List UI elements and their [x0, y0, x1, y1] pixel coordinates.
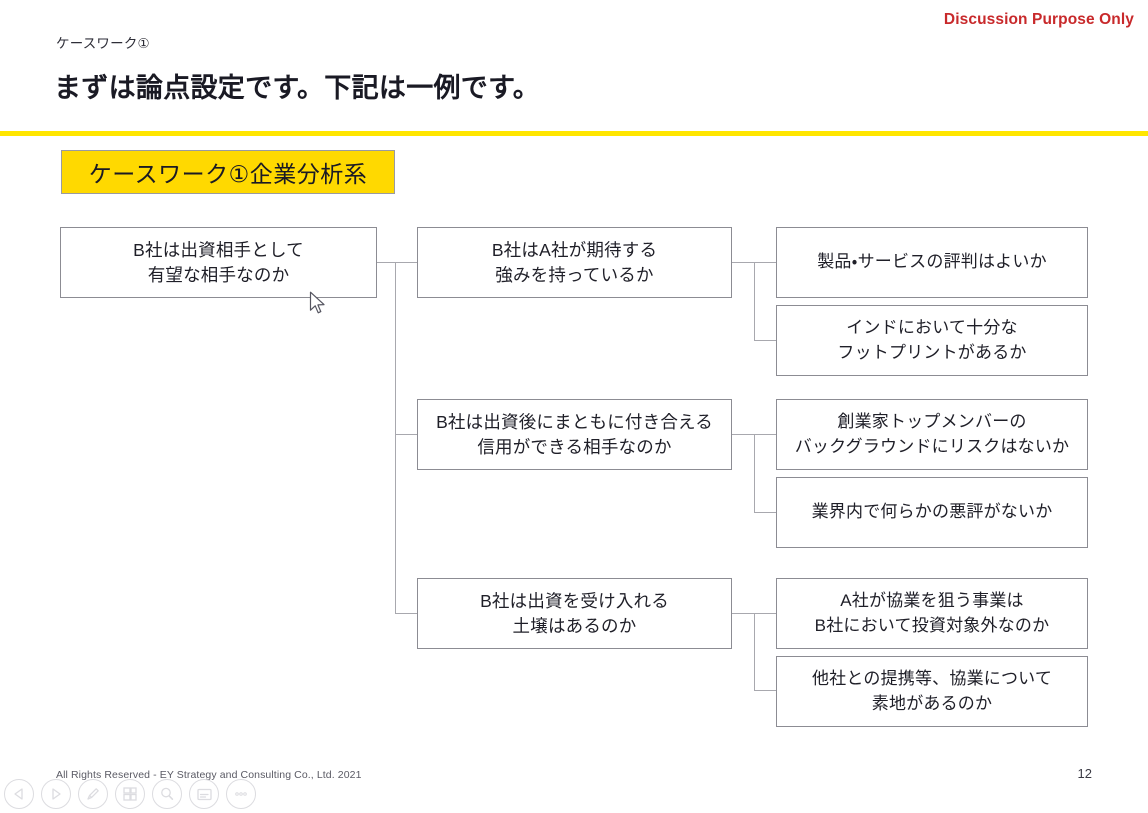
tree-node-branch-3[interactable]: B社は出資を受け入れる 土壌はあるのか: [417, 578, 732, 649]
pen-tool-button[interactable]: [78, 779, 108, 809]
triangle-right-icon: [52, 788, 61, 800]
connector-branch-2-spine: [754, 434, 756, 513]
tree-node-branch-2[interactable]: B社は出資後にまともに付き合える 信用ができる相手なのか: [417, 399, 732, 470]
magnifier-icon: [161, 787, 174, 800]
tree-leaf-1-2[interactable]: インドにおいて十分な フットプリントがあるか: [776, 305, 1088, 376]
slide-overview-button[interactable]: [115, 779, 145, 809]
connector-branch-3-spine: [754, 613, 756, 691]
ellipsis-icon: [235, 792, 247, 796]
connector-branch-3-child-1: [754, 613, 777, 615]
tree-node-label: 創業家トップメンバーの バックグラウンドにリスクはないか: [794, 412, 1070, 456]
section-chip-label: ケースワーク①企業分析系: [88, 161, 368, 187]
connector-root-stub: [376, 262, 396, 264]
connector-trunk: [395, 262, 397, 614]
disclaimer-label: Discussion Purpose Only: [943, 11, 1134, 28]
connector-branch-3-child-2: [754, 690, 777, 692]
connector-branch-1-child-2: [754, 340, 777, 342]
tree-node-label: B社は出資相手として 有望な相手なのか: [133, 239, 304, 285]
triangle-left-icon: [14, 788, 23, 800]
tree-node-branch-1[interactable]: B社はA社が期待する 強みを持っているか: [417, 227, 732, 298]
tree-leaf-3-1[interactable]: A社が協業を狙う事業は B社において投資対象外なのか: [776, 578, 1088, 649]
connector-branch-2-stub: [731, 434, 755, 436]
tree-node-label: 他社との提携等、協業について 素地があるのか: [811, 669, 1053, 713]
tree-node-root[interactable]: B社は出資相手として 有望な相手なのか: [60, 227, 377, 298]
tree-node-label: インドにおいて十分な フットプリントがあるか: [837, 318, 1027, 362]
section-chip: ケースワーク①企業分析系: [61, 150, 395, 194]
connector-trunk-to-branch-2: [395, 434, 418, 436]
tree-node-label: 製品・サービスの評判はよいか: [817, 252, 1047, 272]
connector-branch-2-child-1: [754, 434, 777, 436]
tree-leaf-2-1[interactable]: 創業家トップメンバーの バックグラウンドにリスクはないか: [776, 399, 1088, 470]
captions-button[interactable]: [189, 779, 219, 809]
tree-leaf-2-2[interactable]: 業界内で何らかの悪評がないか: [776, 477, 1088, 548]
connector-branch-1-spine: [754, 262, 756, 341]
viewer-toolbar: [4, 779, 256, 809]
connector-branch-1-child-1: [754, 262, 777, 264]
header-divider: [0, 131, 1148, 136]
connector-branch-1-stub: [731, 262, 755, 264]
page-number: 12: [1077, 766, 1092, 781]
connector-branch-2-child-2: [754, 512, 777, 514]
tree-leaf-3-2[interactable]: 他社との提携等、協業について 素地があるのか: [776, 656, 1088, 727]
connector-trunk-to-branch-1: [395, 262, 418, 264]
slide-eyebrow: ケースワーク①: [56, 36, 150, 51]
tree-leaf-1-1[interactable]: 製品・サービスの評判はよいか: [776, 227, 1088, 298]
caption-screen-icon: [196, 788, 212, 800]
tree-node-label: B社は出資後にまともに付き合える 信用ができる相手なのか: [436, 411, 713, 457]
pen-icon: [87, 788, 99, 800]
zoom-button[interactable]: [152, 779, 182, 809]
next-slide-button[interactable]: [41, 779, 71, 809]
tree-node-label: A社が協業を狙う事業は B社において投資対象外なのか: [814, 591, 1050, 635]
connector-branch-3-stub: [731, 613, 755, 615]
previous-slide-button[interactable]: [4, 779, 34, 809]
tree-node-label: B社は出資を受け入れる 土壌はあるのか: [480, 590, 669, 636]
tree-node-label: 業界内で何らかの悪評がないか: [811, 502, 1053, 522]
page-title: まずは論点設定です。下記は一例です。: [54, 73, 540, 103]
tree-node-label: B社はA社が期待する 強みを持っているか: [491, 239, 658, 285]
grid-slides-icon: [123, 787, 137, 801]
more-options-button[interactable]: [226, 779, 256, 809]
connector-trunk-to-branch-3: [395, 613, 418, 615]
copyright-note: All Rights Reserved - EY Strategy and Co…: [56, 769, 362, 781]
